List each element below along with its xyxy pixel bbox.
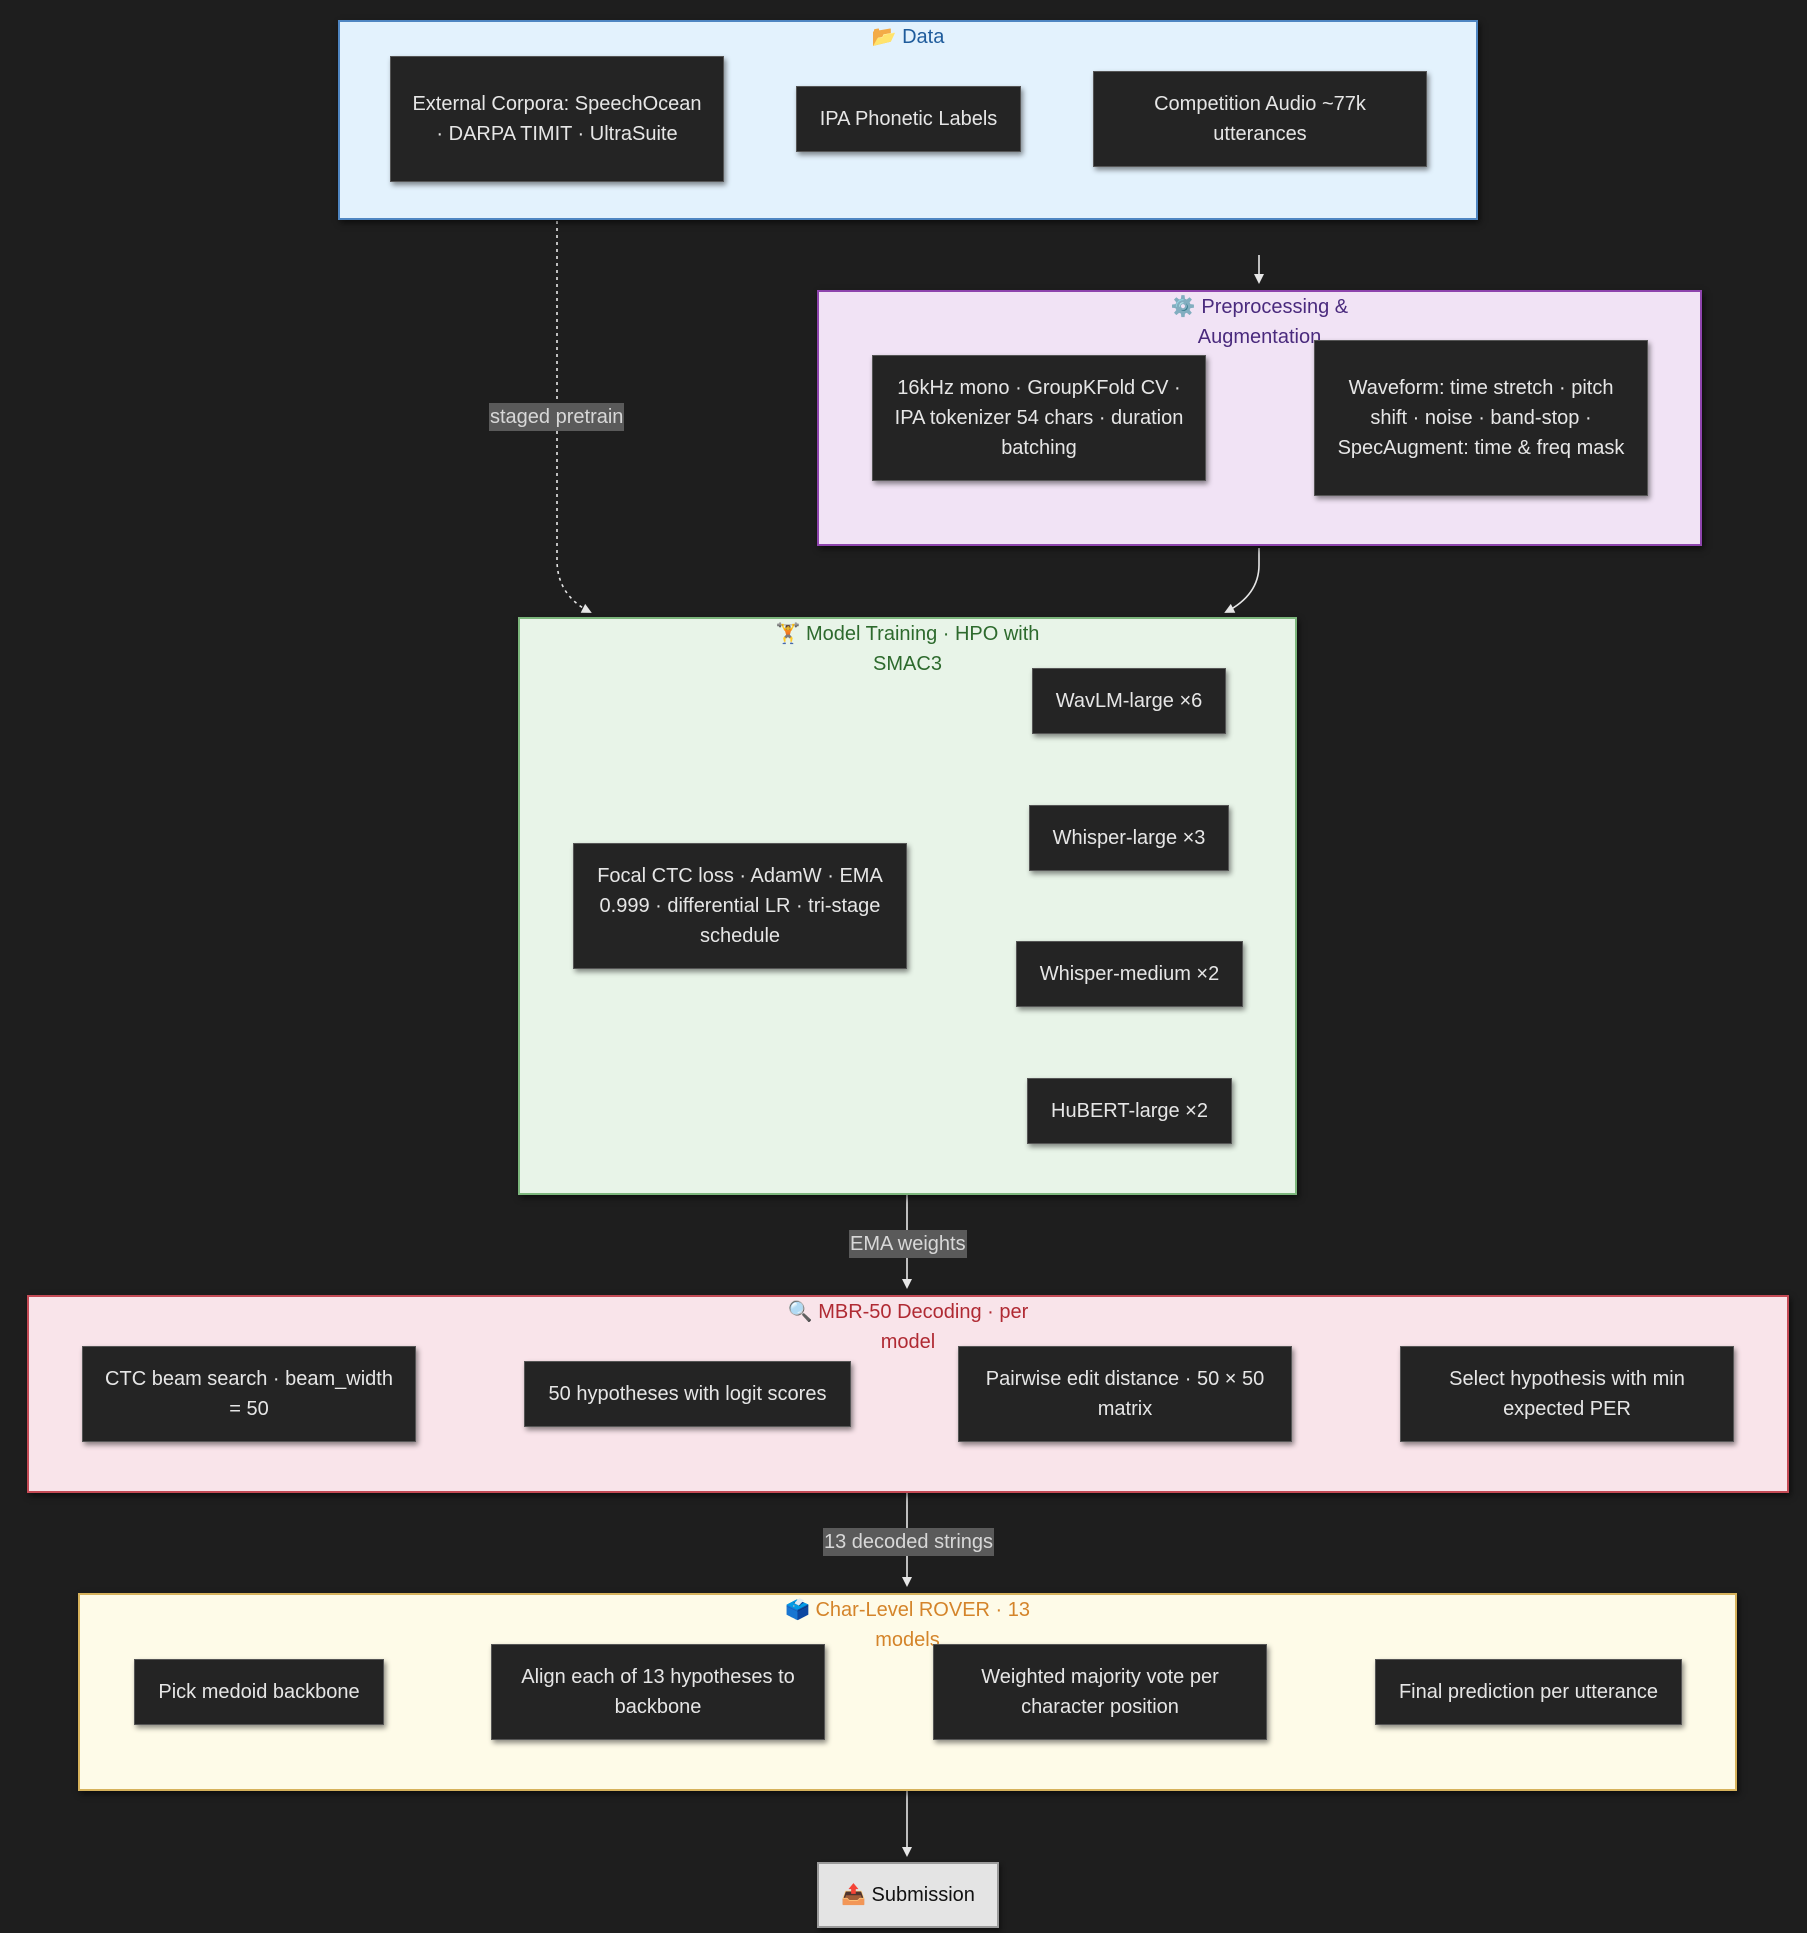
node-hubert-large[interactable]: HuBERT-large ×2 bbox=[1027, 1078, 1232, 1144]
node-augmentation[interactable]: Waveform: time stretch · pitch shift · n… bbox=[1314, 340, 1648, 496]
node-wavlm-large[interactable]: WavLM-large ×6 bbox=[1032, 668, 1226, 734]
cluster-data-title: 📂 Data bbox=[871, 26, 945, 48]
edge-label-staged-pretrain: staged pretrain bbox=[489, 403, 625, 431]
edge-label-ema-weights: EMA weights bbox=[849, 1230, 967, 1258]
node-pairwise-edit-distance[interactable]: Pairwise edit distance · 50 × 50 matrix bbox=[958, 1346, 1292, 1442]
node-align-hypotheses[interactable]: Align each of 13 hypotheses to backbone bbox=[491, 1644, 825, 1740]
outbox-tray-icon: 📤 bbox=[841, 1884, 866, 1906]
node-focal-ctc[interactable]: Focal CTC loss · AdamW · EMA 0.999 · dif… bbox=[573, 843, 907, 969]
node-weighted-vote[interactable]: Weighted majority vote per character pos… bbox=[933, 1644, 1267, 1740]
node-whisper-large[interactable]: Whisper-large ×3 bbox=[1029, 805, 1229, 871]
gear-icon: ⚙️ bbox=[1170, 296, 1196, 318]
edge-prep-to-training bbox=[1224, 548, 1260, 613]
node-50-hypotheses[interactable]: 50 hypotheses with logit scores bbox=[524, 1361, 851, 1427]
node-pick-medoid[interactable]: Pick medoid backbone bbox=[134, 1659, 384, 1725]
cluster-training-title: 🏋️ Model Training · HPO with SMAC3 bbox=[775, 623, 1040, 675]
node-submission[interactable]: 📤 Submission bbox=[817, 1862, 999, 1928]
weightlifter-icon: 🏋️ bbox=[775, 623, 801, 645]
edge-label-decoded-strings: 13 decoded strings bbox=[823, 1528, 995, 1556]
folder-icon: 📂 bbox=[871, 26, 897, 48]
ballot-box-icon: 🗳️ bbox=[785, 1599, 810, 1621]
node-ctc-beam-search[interactable]: CTC beam search · beam_width = 50 bbox=[82, 1346, 416, 1442]
magnifier-icon: 🔍 bbox=[787, 1301, 813, 1323]
node-select-hypothesis[interactable]: Select hypothesis with min expected PER bbox=[1400, 1346, 1734, 1442]
node-preprocessing[interactable]: 16kHz mono · GroupKFold CV · IPA tokeniz… bbox=[872, 355, 1206, 481]
node-final-prediction[interactable]: Final prediction per utterance bbox=[1375, 1659, 1682, 1725]
node-whisper-medium[interactable]: Whisper-medium ×2 bbox=[1016, 941, 1243, 1007]
node-competition-audio[interactable]: Competition Audio ~77k utterances bbox=[1093, 71, 1427, 167]
edge-external-to-training bbox=[556, 186, 592, 613]
node-external-corpora[interactable]: External Corpora: SpeechOcean · DARPA TI… bbox=[390, 56, 724, 182]
node-ipa-labels[interactable]: IPA Phonetic Labels bbox=[796, 86, 1021, 152]
